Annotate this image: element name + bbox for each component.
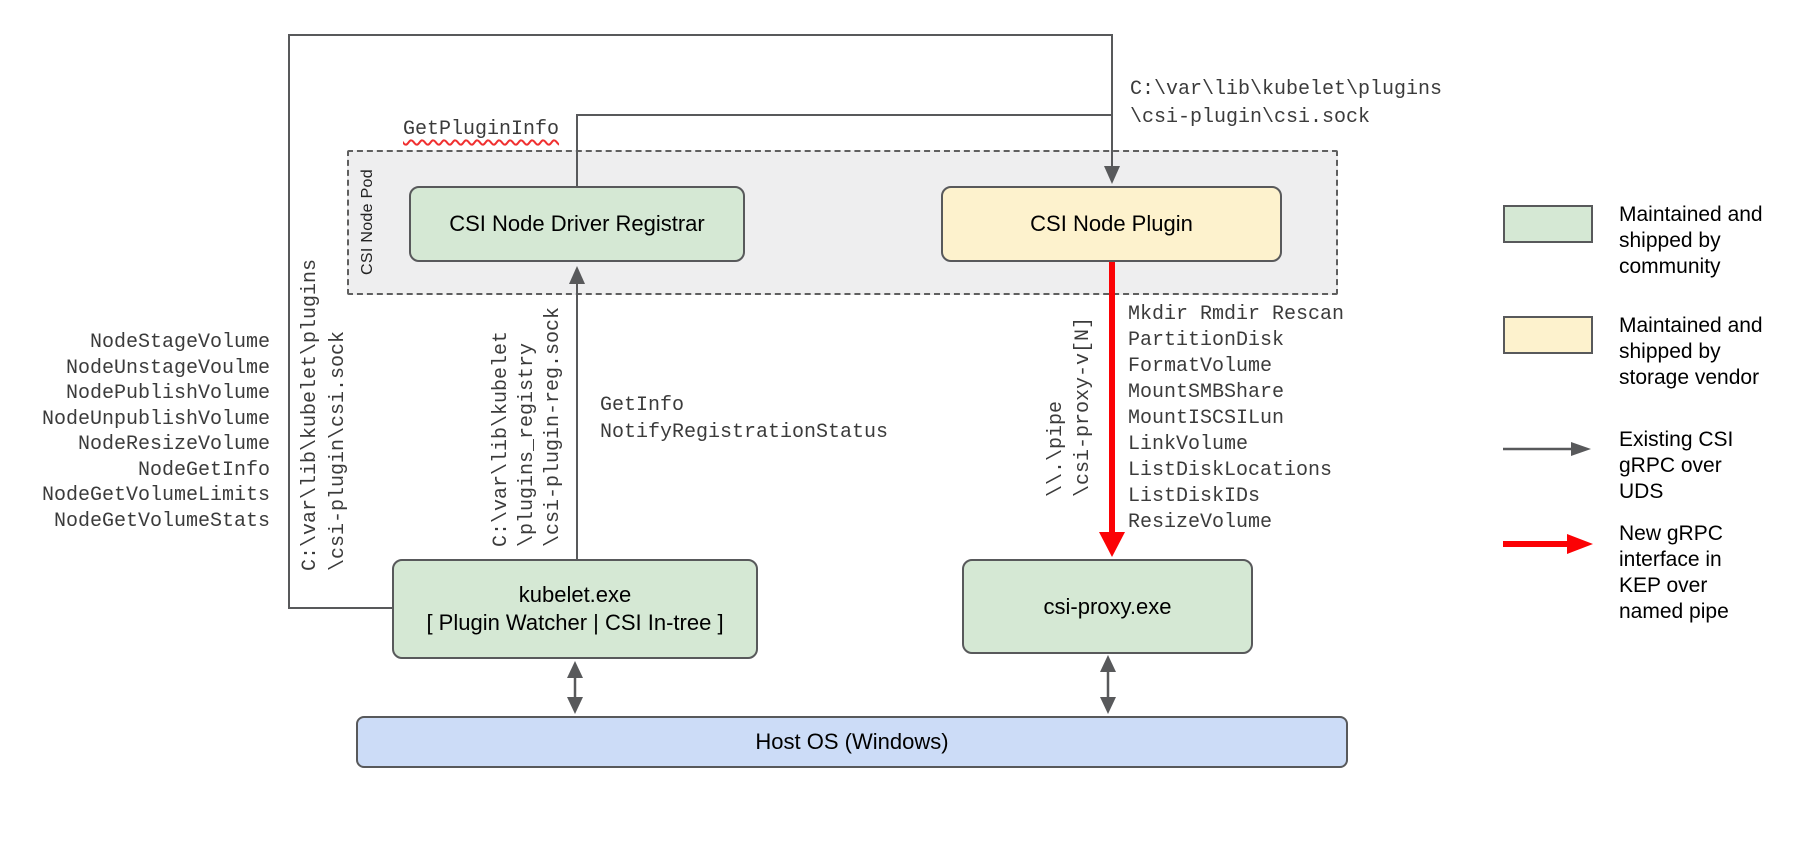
list-item: NodeUnstageVoulme [65, 356, 270, 380]
csi-sock-path-left-label: C:\var\lib\kubelet\plugins \csi-plugin\c… [299, 258, 350, 572]
list-item: ListDiskLocations [1128, 459, 1333, 482]
legend-item-community: Maintained and shipped by community [1503, 203, 1763, 280]
kubelet-hostos-arrowhead-up [567, 661, 583, 678]
list-item: NodeStageVolume [89, 331, 270, 354]
list-item: LinkVolume [1128, 433, 1249, 456]
red-arrow-icon [1503, 534, 1593, 554]
registration-calls-label: GetInfo NotifyRegistrationStatus [600, 394, 889, 444]
list-item: ResizeVolume [1128, 511, 1273, 534]
list-item: NodeGetVolumeStats [53, 509, 270, 533]
uds-arrowhead-into-plugin [1104, 166, 1120, 184]
list-item: MountSMBShare [1128, 381, 1285, 404]
list-item: NodePublishVolume [65, 382, 270, 405]
legend-label-existing-grpc: Existing CSI gRPC over UDS [1619, 428, 1734, 503]
legend-item-vendor: Maintained and shipped by storage vendor [1503, 314, 1763, 391]
list-item: PartitionDisk [1128, 329, 1285, 352]
proxy-hostos-arrowhead-down [1100, 697, 1116, 714]
legend-label-new-grpc: New gRPC interface in KEP over named pip… [1619, 522, 1729, 623]
proxy-hostos-arrowhead-up [1100, 655, 1116, 672]
vendor-yellow-swatch [1503, 316, 1593, 354]
list-item: MountISCSILun [1128, 407, 1285, 430]
get-plugin-info-label: GetPluginInfo [403, 118, 560, 141]
get-plugin-info-path [576, 114, 1112, 186]
list-item: FormatVolume [1128, 355, 1273, 378]
csi-proxy-box: csi-proxy.exe [962, 559, 1253, 654]
named-pipe-arrowhead [1099, 532, 1125, 557]
reg-sock-path-label: C:\var\lib\kubelet \plugins_registry \cs… [490, 306, 565, 548]
list-item: ListDiskIDs [1128, 485, 1261, 508]
community-green-swatch [1503, 205, 1593, 243]
kubelet-hostos-arrowhead-down [567, 697, 583, 714]
legend-item-existing-grpc: Existing CSI gRPC over UDS [1503, 428, 1734, 505]
pipe-path-label: \\.\pipe \csi-proxy-v[N] [1045, 316, 1095, 498]
legend-label-vendor: Maintained and shipped by storage vendor [1619, 314, 1763, 389]
gray-arrow-icon [1503, 442, 1591, 456]
csi-sock-path-top-label: C:\var\lib\kubelet\plugins \csi-plugin\c… [1130, 78, 1443, 129]
list-item: NodeResizeVolume [77, 433, 270, 456]
list-item: NodeUnpublishVolume [41, 407, 270, 431]
host-os-box: Host OS (Windows) [356, 716, 1348, 768]
kubelet-box: kubelet.exe [ Plugin Watcher | CSI In-tr… [392, 559, 758, 659]
list-item: NodeGetVolumeLimits [41, 484, 270, 507]
list-item: Mkdir Rmdir Rescan [1128, 303, 1345, 326]
uds-path-kubelet-to-plugin [288, 34, 1113, 609]
csi-node-pod-label: CSI Node Pod [359, 169, 376, 275]
list-item: NodeGetInfo [137, 458, 270, 482]
csi-node-plugin-box: CSI Node Plugin [941, 186, 1282, 262]
csi-node-driver-registrar-box: CSI Node Driver Registrar [409, 186, 745, 262]
legend-item-new-grpc: New gRPC interface in KEP over named pip… [1503, 522, 1729, 625]
legend-label-community: Maintained and shipped by community [1619, 203, 1763, 278]
registration-arrowhead [569, 266, 585, 284]
